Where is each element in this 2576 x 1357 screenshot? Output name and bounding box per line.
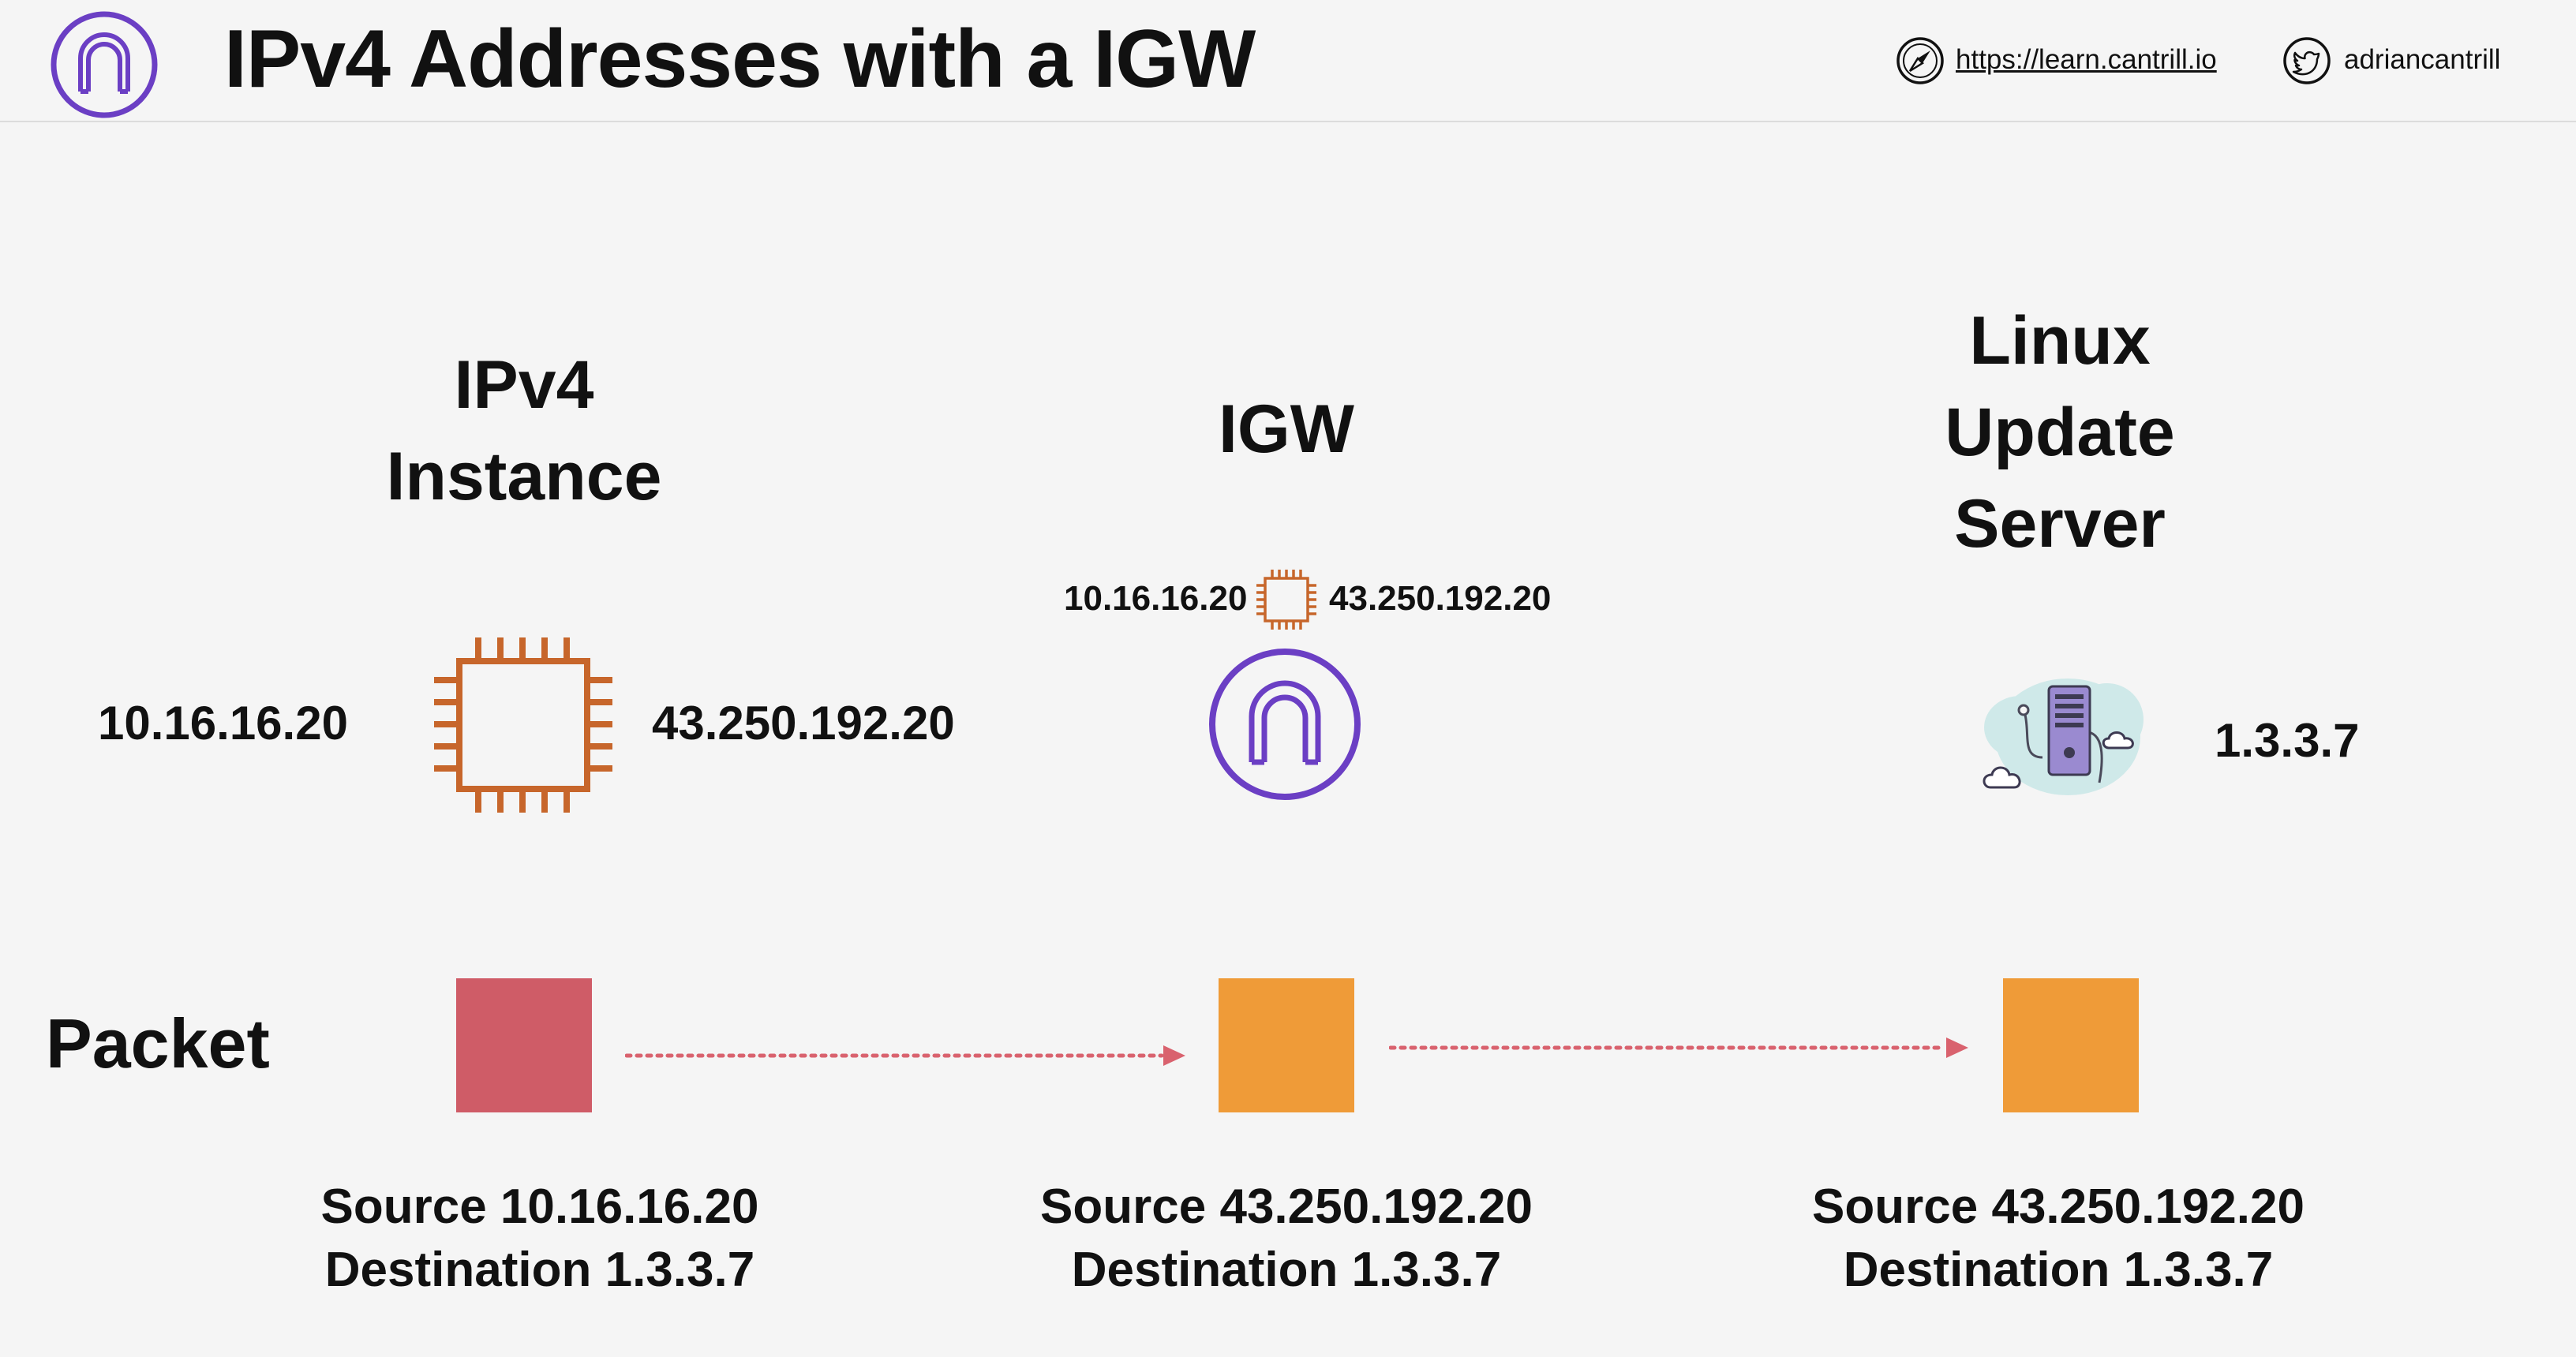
compass-icon[interactable] <box>1896 36 1945 85</box>
packet-3-caption: Source 43.250.192.20 Destination 1.3.3.7 <box>1790 1176 2327 1302</box>
packet-3-destination: Destination 1.3.3.7 <box>1843 1243 2274 1297</box>
ec2-instance-chip-icon <box>434 637 612 813</box>
packet-3-source: Source 43.250.192.20 <box>1812 1179 2305 1234</box>
packet-2-caption: Source 43.250.192.20 Destination 1.3.3.7 <box>1018 1176 1555 1302</box>
arrow-instance-to-igw <box>625 1043 1187 1068</box>
twitter-handle[interactable]: adriancantrill <box>2344 44 2501 75</box>
server-heading-line3: Server <box>1954 486 2166 562</box>
server-heading: Linux Update Server <box>1902 295 2218 570</box>
instance-private-ip: 10.16.16.20 <box>98 697 348 750</box>
internet-gateway-icon <box>1208 647 1362 802</box>
packet-1-destination: Destination 1.3.3.7 <box>324 1243 755 1297</box>
packet-label: Packet <box>46 1004 270 1082</box>
packet-2-destination: Destination 1.3.3.7 <box>1071 1243 1502 1297</box>
instance-public-ip: 43.250.192.20 <box>652 697 955 750</box>
packet-translated-at-igw <box>1219 978 1354 1112</box>
igw-icon <box>49 9 159 120</box>
igw-heading: IGW <box>1219 391 1354 467</box>
packet-2-source: Source 43.250.192.20 <box>1040 1179 1533 1234</box>
server-heading-line2: Update <box>1945 394 2175 470</box>
instance-heading: IPv4 Instance <box>366 339 682 522</box>
page-title: IPv4 Addresses with a IGW <box>224 13 1256 105</box>
packet-1-caption: Source 10.16.16.20 Destination 1.3.3.7 <box>287 1176 792 1302</box>
igw-public-ip: 43.250.192.20 <box>1329 579 1552 618</box>
igw-chip-icon <box>1256 570 1316 630</box>
arrow-igw-to-server <box>1389 1035 1970 1060</box>
server-ip: 1.3.3.7 <box>2215 714 2360 767</box>
packet-original <box>456 978 592 1112</box>
header-bar: IPv4 Addresses with a IGW https://learn.… <box>0 0 2576 122</box>
server-heading-line1: Linux <box>1969 303 2151 379</box>
packet-at-server <box>2003 978 2139 1112</box>
igw-private-ip: 10.16.16.20 <box>1064 579 1248 618</box>
cloud-server-icon <box>1973 664 2151 803</box>
instance-heading-line1: IPv4 <box>454 347 594 423</box>
twitter-icon[interactable] <box>2282 36 2331 85</box>
instance-heading-line2: Instance <box>386 439 662 514</box>
site-link[interactable]: https://learn.cantrill.io <box>1956 44 2217 75</box>
packet-1-source: Source 10.16.16.20 <box>320 1179 759 1234</box>
